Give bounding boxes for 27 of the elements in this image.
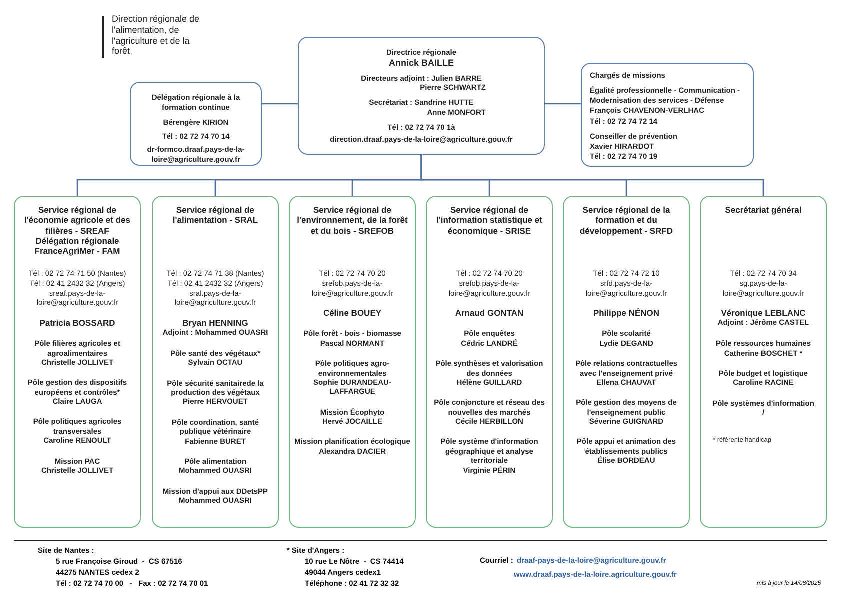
manager-name: Patricia BOSSARD [38,318,116,328]
service-box [700,196,827,528]
connector-line [420,155,764,196]
box-heading: Service régional de l'environnement, de la forêt et du bois - SREFOB [296,205,409,236]
service-box [289,196,416,528]
manager-name: Véronique LEBLANC [720,308,807,318]
box-heading: Secrétariat général [724,205,803,216]
manager-name: Céline BOUEY [322,308,383,318]
manager-name: Philippe NÉNON [592,308,661,318]
box-heading: Service régional de l'alimentation - SRAL [172,205,260,226]
box-heading: Service régional de l'information statistique et économique - SRISE [436,205,544,236]
box-heading: Délégation régionale FranceAgriMer - FAM [34,236,122,257]
info-box [581,63,754,167]
box-heading: Service régional de l'économie agricole et des filières - SREAF [24,205,132,236]
connector-line [545,103,581,105]
info-box [130,82,262,166]
service-box [152,196,279,528]
service-box [563,196,690,528]
info-box [298,37,545,155]
person-name: Annick BAILLE [388,58,455,69]
service-box [426,196,553,528]
service-box [14,196,141,528]
manager-name: Arnaud GONTAN [454,308,525,318]
connector-line [262,103,298,105]
manager-name: Bryan HENNING [182,318,250,328]
org-title: Direction régionale de l'alimentation, de l'agriculture et de la forêt [112,14,201,58]
box-heading: Service régional de la formation et du développement - SRFD [578,205,674,236]
